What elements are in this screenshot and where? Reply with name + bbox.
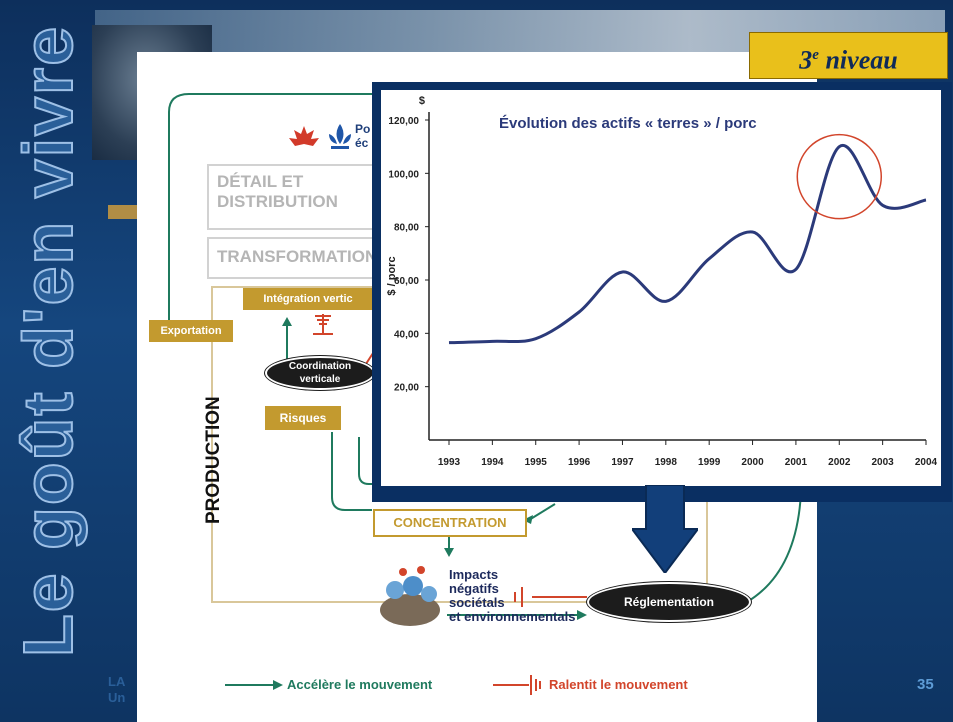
- x-tick-label: 2002: [828, 457, 851, 468]
- maple-leaf-icon: [287, 124, 321, 152]
- exportation-box: Exportation: [149, 320, 233, 342]
- y-tick-label: 120,00: [388, 116, 419, 127]
- x-tick-label: 2004: [915, 457, 938, 468]
- transformation-box: TRANSFORMATION: [207, 237, 381, 279]
- transformation-label: TRANSFORMATION: [217, 247, 378, 266]
- highlight-circle: [796, 133, 883, 220]
- x-tick-label: 1994: [481, 457, 504, 468]
- y-tick-label: 100,00: [388, 169, 419, 180]
- logo-text-1: Po: [355, 122, 371, 136]
- x-tick-label: 2003: [872, 457, 895, 468]
- integration-box: Intégration vertic: [243, 288, 373, 310]
- reglementation-oval: Réglementation: [587, 582, 751, 622]
- detail-box: DÉTAIL ET DISTRIBUTION: [207, 164, 381, 230]
- series-line: [448, 143, 927, 345]
- fleur-de-lis-icon: [325, 122, 355, 154]
- x-tick-label: 1995: [525, 457, 548, 468]
- impacts-illustration: [377, 564, 443, 628]
- chart-title: Évolution des actifs « terres » / porc: [499, 115, 757, 132]
- x-tick-label: 1993: [438, 457, 461, 468]
- production-label: PRODUCTION: [203, 396, 224, 524]
- impacts-line-4: et environnementals: [449, 609, 576, 624]
- footer-line-1: LA: [108, 674, 126, 689]
- chart-panel: 20,00 40,00 60,00 80,00 100,00 120,00$ $ / por…: [381, 90, 941, 486]
- y-axis-label: $ / porc: [386, 256, 398, 295]
- x-tick-label: 1998: [655, 457, 678, 468]
- y-unit: $: [419, 95, 425, 107]
- y-tick-label: 40,00: [394, 329, 419, 340]
- page-number: 35: [917, 676, 934, 693]
- impacts-line-3: sociétals: [449, 595, 505, 610]
- level-badge: 3e niveau: [749, 32, 948, 79]
- vertical-title: Le goût d'en vivre: [8, 24, 88, 658]
- concentration-box: CONCENTRATION: [373, 509, 527, 537]
- detail-label: DÉTAIL ET: [217, 172, 304, 191]
- x-tick-label: 2000: [741, 457, 764, 468]
- x-tick-label: 2001: [785, 457, 808, 468]
- footer-line-2: Un: [108, 690, 126, 705]
- x-tick-label: 1997: [611, 457, 634, 468]
- down-arrow-icon: [632, 485, 698, 573]
- legend-accelere: Accélère le mouvement: [287, 677, 433, 692]
- legend-ralentit: Ralentit le mouvement: [549, 677, 688, 692]
- x-tick-label: 1999: [698, 457, 721, 468]
- y-tick-label: 80,00: [394, 223, 419, 234]
- coordination-oval: Coordination verticale: [265, 356, 375, 390]
- y-tick-label: 60,00: [394, 276, 419, 287]
- risques-box: Risques: [265, 406, 341, 430]
- impacts-line-1: Impacts: [449, 567, 499, 582]
- impacts-line-2: négatifs: [449, 581, 499, 596]
- logo-text-2: éc: [355, 136, 369, 150]
- line-chart: 20,00 40,00 60,00 80,00 100,00 120,00$ $ / por…: [386, 95, 938, 468]
- x-tick-label: 1996: [568, 457, 591, 468]
- y-tick-label: 20,00: [394, 383, 419, 394]
- distribution-label: DISTRIBUTION: [217, 192, 338, 211]
